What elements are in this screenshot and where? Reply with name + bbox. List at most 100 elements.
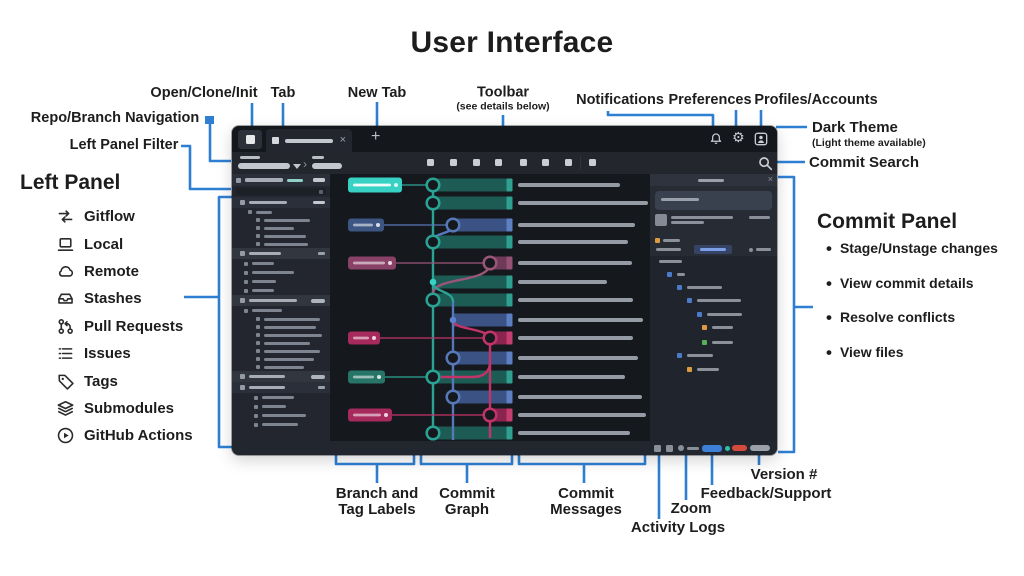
file-tree-row[interactable] [650,367,777,372]
row-count-badge[interactable] [311,374,325,379]
row-icon [254,422,258,427]
open-clone-init-button[interactable] [238,130,262,149]
left-panel-row-header[interactable] [232,197,330,208]
tree-view-toggle-icon[interactable] [749,247,753,252]
left-panel-row-sub2[interactable] [232,240,330,248]
folder-icon [677,285,682,290]
repo-dropdown[interactable] [238,163,290,169]
toolbar-button[interactable] [542,159,549,166]
row-collapse-icon[interactable] [318,386,325,389]
label-avatar-dot [394,183,398,187]
activity-log-button[interactable] [666,444,673,452]
left-panel-row-item[interactable] [232,286,330,295]
commit-graph-svg[interactable] [330,174,650,441]
left-panel-row-sub2[interactable] [232,347,330,355]
tab-close-icon[interactable]: × [339,134,346,146]
row-label-placeholder [252,262,274,265]
left-panel-row-header2[interactable] [232,295,330,306]
toolbar-button[interactable] [495,159,502,166]
row-count-badge[interactable] [311,298,325,303]
remote-icon [56,262,75,281]
left-panel-row-sub2[interactable] [232,315,330,323]
commit-panel-close-icon[interactable]: × [767,174,773,184]
left-panel-filter-input[interactable] [232,186,330,197]
row-icon [256,357,260,361]
commit-row-highlight [433,275,512,289]
left-panel-row-item2[interactable] [232,411,330,420]
label-dark-theme-sub: (Light theme available) [812,137,926,149]
commit-row-cap [506,313,513,327]
legend-item-gitflow: Gitflow [56,203,193,230]
left-panel-row-sub1[interactable] [232,208,330,216]
feedback-support-button[interactable] [732,445,747,451]
left-panel-row-sub2[interactable] [232,363,330,371]
toolbar-button[interactable] [450,159,457,166]
status-indicator-dot [725,445,730,451]
file-status-icon [702,325,707,330]
left-panel-row-header2[interactable] [232,248,330,259]
row-collapse-icon[interactable] [318,252,325,255]
left-panel-row-sub2[interactable] [232,216,330,224]
toolbar-button[interactable] [473,159,480,166]
commit-row-highlight [433,293,512,307]
left-panel-row-item2[interactable] [232,402,330,411]
left-panel [232,174,330,441]
file-tree-row[interactable] [650,312,777,317]
left-panel-row-item[interactable] [232,306,330,315]
zoom-control[interactable] [702,444,722,452]
submodules-icon [56,399,75,418]
notifications-bell-icon[interactable] [709,132,723,146]
label-zoom: Zoom [670,499,712,517]
row-accent-placeholder [287,178,303,182]
left-panel-row-sub2[interactable] [232,355,330,363]
row-count-badge[interactable] [313,178,325,182]
left-panel-row-sub2[interactable] [232,224,330,232]
legend-item-label: Pull Requests [84,317,184,335]
left-panel-row-sub2[interactable] [232,331,330,339]
toolbar-button[interactable] [520,159,527,166]
left-panel-row-sub2[interactable] [232,232,330,240]
row-icon [254,404,258,409]
preferences-gear-icon[interactable]: ⚙ [732,129,745,145]
chevron-down-icon[interactable] [293,164,301,169]
activity-log-button[interactable] [654,444,661,452]
repo-tab[interactable]: × [266,129,352,152]
file-tree-row[interactable] [650,340,777,345]
row-label-placeholder [249,200,287,205]
tab-title-placeholder [285,138,333,143]
file-tree-row[interactable] [650,353,777,358]
left-panel-row-item[interactable] [232,259,330,268]
row-label-placeholder [252,309,282,312]
toolbar-button[interactable] [427,159,434,166]
toolbar-button[interactable] [589,159,596,166]
left-panel-row-item[interactable] [232,277,330,286]
file-tree-row[interactable] [650,325,777,330]
status-bar [232,441,777,455]
left-panel-row-item2[interactable] [232,420,330,429]
commit-message-input[interactable] [655,191,772,210]
left-panel-row-item[interactable] [232,268,330,277]
left-panel-row-sub2[interactable] [232,323,330,331]
branch-dropdown[interactable] [312,163,342,169]
file-tree-row[interactable] [650,298,777,303]
new-tab-button[interactable]: + [371,128,381,145]
zoom-out-icon[interactable] [678,445,684,451]
left-panel-row-header2[interactable] [232,371,330,382]
left-panel-row-item2[interactable] [232,393,330,402]
toolbar-button[interactable] [565,159,572,166]
left-panel-row-header[interactable] [232,382,330,393]
gitflow-icon [56,207,75,226]
local-icon [56,235,75,254]
left-panel-row-sub2[interactable] [232,339,330,347]
file-tree-row[interactable] [650,272,777,277]
left-panel-row-top[interactable] [232,174,330,186]
filter-input[interactable] [236,188,326,195]
row-count-badge[interactable] [313,200,325,205]
file-tree-row[interactable] [650,285,777,290]
row-label-placeholder [264,341,310,345]
legend-item-issues: Issues [56,340,193,367]
commit-row-cap [506,370,513,384]
profiles-accounts-icon[interactable] [754,132,768,146]
commit-search-icon[interactable] [758,156,773,171]
file-name-placeholder [712,326,733,329]
